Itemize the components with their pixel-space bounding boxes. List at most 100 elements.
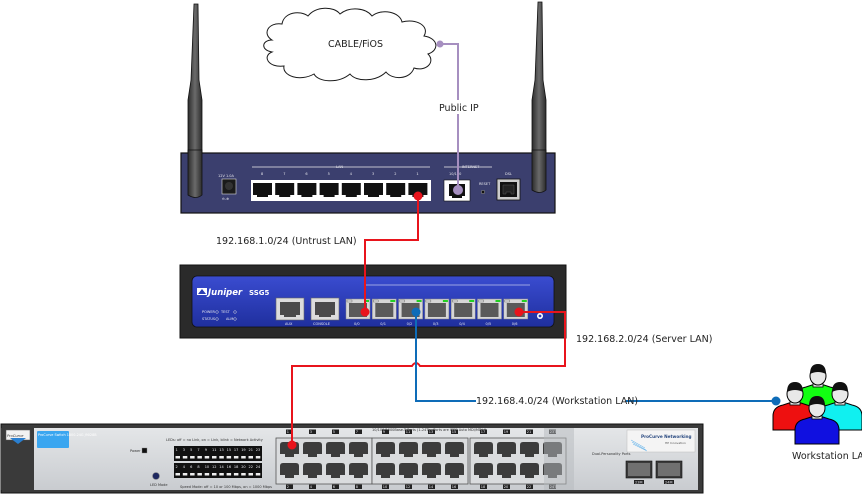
switch-port-number: 17 [481,430,485,434]
switch-port-12[interactable] [399,463,418,478]
router-lan-port-label: 2 [394,172,396,176]
switch-port-number: 4 [310,485,313,489]
firewall-led-power-label: POWER [202,310,216,314]
switch-port-led [219,456,224,459]
switch-port-2[interactable] [280,463,299,478]
switch-port-5[interactable] [326,442,345,457]
switch-port-6[interactable] [326,463,345,478]
switch-port-4[interactable] [303,463,322,478]
switch-port-led [233,456,239,459]
untrust-line [364,196,419,312]
router-wan-group-label: INTERNET [462,165,480,169]
switch-port-16[interactable] [445,463,464,478]
switch-port-10[interactable] [376,463,395,478]
switch-led-number: 9 [205,448,207,452]
switch-led-number: 16 [227,465,231,469]
firewall-port-0-3[interactable] [424,298,450,320]
switch-port-21[interactable] [520,442,539,457]
switch-port-17[interactable] [474,442,493,457]
switch-port-led [197,473,202,476]
switch-port-11[interactable] [399,442,418,457]
switch-port-led [182,456,188,459]
firewall-port-0-1[interactable] [372,298,397,320]
firewall-led-alm-label: ALM [226,317,233,321]
switch-led-number: 12 [212,465,216,469]
router-lan-port-7[interactable] [275,183,295,197]
switch-port-number: 15 [452,430,456,434]
switch-led-number: 14 [219,465,224,469]
switch-port-number: 10 [383,485,387,489]
switch-led-mode-label: LED Mode [150,483,168,487]
switch-port-led [212,473,217,476]
internet-cloud: CABLE/FiOS [263,7,437,82]
procurve-logo: ProCurve [5,429,31,444]
firewall-aux-port[interactable] [275,297,305,321]
switch-port-7[interactable] [349,442,368,457]
switch-led-number: 18 [234,465,238,469]
switch-led-number: 3 [183,448,185,452]
switch-port-led [182,473,188,476]
firewall-console-port[interactable] [310,297,340,321]
firewall-port-label: 0/2 [407,322,413,326]
link-public-ip: Public IP [436,40,486,195]
switch-port-number: 5 [333,430,335,434]
switch-port-8[interactable] [349,463,368,478]
switch-port-22[interactable] [520,463,539,478]
switch-port-led [212,456,217,459]
switch-led-number: 1 [176,448,178,452]
router-lan-port-5[interactable] [319,183,339,197]
switch-port-number: 1 [287,430,289,434]
server-label: 192.168.2.0/24 (Server LAN) [576,334,712,345]
switch-port-14[interactable] [422,463,441,478]
router-reset-button[interactable] [480,189,486,195]
switch-port-led [175,456,180,459]
router-lan-port-3[interactable] [364,183,383,197]
switch-port-led [226,456,232,459]
firewall-console-label: CONSOLE [313,322,330,326]
router-lan-port-label: 1 [416,172,418,176]
switch-led-number: 8 [197,465,199,469]
public-ip-line [440,43,459,190]
workstation-link-label: 192.168.4.0/24 (Workstation LAN) [476,396,638,407]
router-lan-port-8[interactable] [253,183,272,197]
switch-led-mode-button[interactable] [152,472,160,480]
switch-sfp-label-24: 24M [665,481,672,485]
router-lan-port-4[interactable] [341,183,361,197]
switch-port-number: 6 [333,485,335,489]
router-reset-label: RESET [479,182,491,186]
switch-port-3[interactable] [303,442,322,457]
switch-port-number: 20 [504,485,508,489]
switch-port-led [204,473,210,476]
switch-sfp-label-23: 23M [635,481,642,485]
firewall-port-0-4[interactable] [450,298,476,320]
switch-power-led [141,447,148,454]
switch-port-19[interactable] [497,442,516,457]
router-lan-port-1[interactable] [408,183,428,197]
switch-port-led [190,456,195,459]
switch-port-led [190,473,195,476]
switch-port-led [226,473,232,476]
workstation-line-a [415,312,476,402]
switch-port-15[interactable] [445,442,464,457]
router-lan-port-6[interactable] [297,183,317,197]
switch-model-text: ProCurve Switch 1800-24G J9028B [38,433,97,437]
switch-port-13[interactable] [422,442,441,457]
router-lan-port-2[interactable] [386,183,406,197]
firewall-port-0-5[interactable] [477,298,502,320]
firewall-port-label: 0/3 [433,322,439,326]
firewall-port-label: 0/4 [459,322,465,326]
switch-led-number: 23 [256,448,260,452]
switch-sfp-port-23[interactable] [625,460,653,479]
workstation-user-icon [794,396,840,445]
switch-port-number: 2 [287,485,289,489]
switch-port-number: 8 [356,485,358,489]
switch-port-18[interactable] [474,463,493,478]
link-workstation-lan: 192.168.4.0/24 (Workstation LAN) [411,307,781,407]
router-lan-port-label: 6 [305,172,307,176]
switch-port-20[interactable] [497,463,516,478]
router-lan-port-label: 3 [372,172,374,176]
switch-port-number: 18 [481,485,485,489]
switch-led-number: 2 [176,465,178,469]
switch-sfp-port-24[interactable] [655,460,683,479]
switch-port-9[interactable] [376,442,395,457]
